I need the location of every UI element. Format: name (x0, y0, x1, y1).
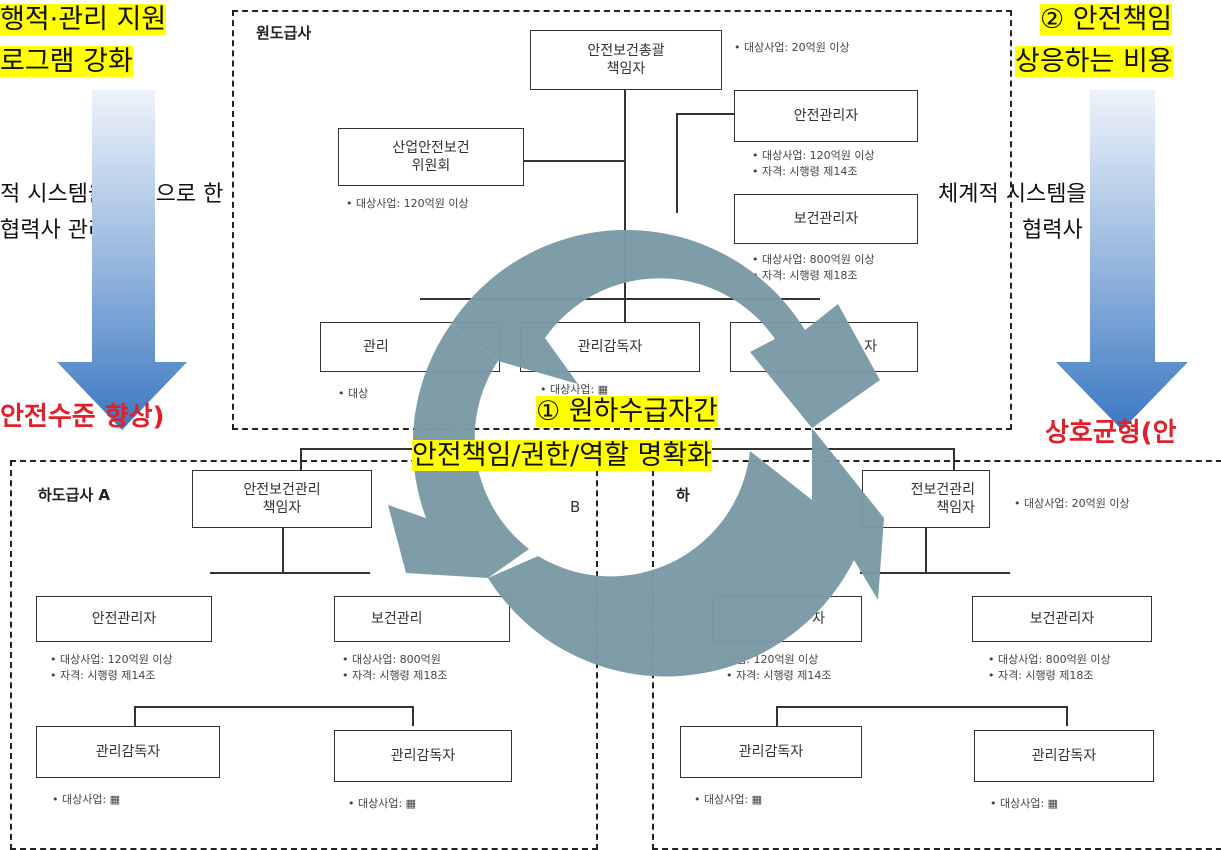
sub-b-safety-note2: • 자격: 시행령 제14조 (726, 668, 832, 682)
prime-supervisor-label-1: 관리 (363, 338, 389, 355)
left-title-line1: 행적·관리 지원 (0, 4, 167, 35)
sub-a-supervisor-box-2: 관리감독자 (334, 730, 512, 782)
sub-a-safety-manager-label: 안전관리자 (91, 610, 157, 627)
sub-b-health-note1: • 대상사업: 800억원 이상 (988, 653, 1111, 666)
prime-chief-note: • 대상사업: 20억원 이상 (734, 41, 850, 54)
prime-chief-label1: 안전보건총괄 (587, 42, 665, 59)
prime-title: 원도급사 (256, 24, 312, 42)
prime-chief-box: 안전보건총괄 책임자 (530, 30, 722, 90)
prime-committee-label1: 산업안전보건 (392, 139, 470, 156)
sub-b-health-manager-label: 보건관리자 (1029, 610, 1095, 627)
right-down-arrow-icon (1056, 90, 1188, 430)
sub-b-supervisor-note-2: • 대상사업: ▦ (990, 797, 1059, 810)
sub-a-supervisor-box-1: 관리감독자 (36, 726, 220, 778)
sub-a-safety-note1: • 대상사업: 120억원 이상 (50, 653, 173, 666)
sub-a-safety-manager-box: 안전관리자 (36, 596, 212, 642)
sub-b-chief-note: • 대상사업: 20억원 이상 (1014, 497, 1130, 510)
cycle-arrow-bottom-icon (488, 428, 884, 677)
prime-committee-box: 산업안전보건 위원회 (338, 128, 524, 186)
sub-a-health-manager-box: 보건관리 (334, 596, 510, 642)
sub-a-title: 하도급사 A (38, 486, 111, 504)
center-line1: ① 원하수급자간 (536, 396, 718, 427)
prime-supervisor-label-2: 관리감독자 (577, 338, 643, 355)
left-title-line2: 로그램 강화 (0, 46, 133, 77)
sub-a-safety-notes: • 대상사업: 120억원 이상 • 자격: 시행령 제14조 (50, 652, 173, 684)
prime-safety-note1: • 대상사업: 120억원 이상 (752, 149, 875, 162)
cycle-arrow-top-icon (451, 229, 880, 428)
sub-b-supervisor-note-1: • 대상사업: ▦ (694, 793, 763, 806)
sub-b-bottom-connector-l (776, 706, 778, 726)
sub-b-chief-label1: 전보건관리 (910, 481, 975, 498)
prime-supervisor-note-1: • 대상 (338, 387, 369, 400)
sub-b-supervisor-label-2: 관리감독자 (1031, 747, 1097, 764)
prime-right-connector (676, 113, 734, 115)
right-title-line2: 상응하는 비용 (1015, 46, 1173, 77)
sub-b-health-manager-box: 보건관리자 (972, 596, 1152, 642)
prime-health-notes: • 대상사업: 800억원 이상 • 자격: 시행령 제18조 (752, 252, 875, 284)
sub-b-chief-label2: 책임자 (936, 500, 975, 516)
left-result: 안전수준 향상) (0, 402, 165, 432)
center-line2: 안전책임/권한/역할 명확화 (412, 440, 713, 471)
prime-supervisor-note-2: • 대상사업: ▦ (540, 383, 609, 396)
prime-health-manager-label: 보건관리자 (793, 210, 859, 227)
left-down-arrow-icon (57, 90, 187, 430)
sub-a-supervisor-label-2: 관리감독자 (390, 747, 456, 764)
sub-a-bottom-connector-l (134, 706, 136, 726)
sub-a-supervisor-note-1: • 대상사업: ▦ (52, 793, 121, 806)
prime-safety-note2: • 자격: 시행령 제14조 (752, 164, 858, 178)
prime-vertical-connector (624, 90, 626, 350)
sub-b-supervisor-box-1: 관리감독자 (680, 726, 862, 778)
prime-left-connector (524, 160, 626, 162)
prime-safety-manager-box: 안전관리자 (734, 90, 918, 142)
sub-a-health-manager-label: 보건관리 (371, 610, 423, 627)
prime-health-note2: • 자격: 시행령 제18조 (752, 268, 858, 282)
prime-right-connector-v (676, 113, 678, 213)
prime-safety-manager-label: 안전관리자 (793, 107, 859, 124)
sub-a-bottom-connector-r (412, 706, 414, 726)
prime-committee-label2: 위원회 (411, 158, 451, 174)
prime-chief-label2: 책임자 (606, 61, 646, 77)
right-title-line1: ② 안전책임 (1040, 4, 1173, 35)
sub-b-title: 하 (676, 486, 690, 504)
sub-a-chief-label2: 책임자 (262, 500, 302, 516)
prime-committee-note: • 대상사업: 120억원 이상 (346, 197, 469, 210)
sub-b-supervisor-box-2: 관리감독자 (974, 730, 1154, 782)
prime-supervisor-connector (420, 298, 820, 300)
sub-b-bottom-connector-r (1066, 706, 1068, 726)
sub-a-health-notes: • 대상사업: 800억원 • 자격: 시행령 제18조 (342, 652, 448, 684)
sub-b-health-note2: • 자격: 시행령 제18조 (988, 668, 1094, 682)
sub-b-bottom-connector (776, 706, 1068, 708)
sub-a-vertical-connector (282, 528, 284, 572)
sub-a-mid-connector (210, 572, 370, 574)
sub-a-health-note1: • 대상사업: 800억원 (342, 653, 441, 666)
sub-b-safety-manager-label: 자 (812, 610, 825, 627)
sub-a-bottom-connector (134, 706, 414, 708)
sub-a-supervisor-note-2: • 대상사업: ▦ (348, 797, 417, 810)
prime-supervisor-label-3: 자 (864, 338, 877, 355)
sub-b-supervisor-label-1: 관리감독자 (738, 743, 804, 760)
sub-b-health-notes: • 대상사업: 800억원 이상 • 자격: 시행령 제18조 (988, 652, 1111, 684)
prime-health-manager-box: 보건관리자 (734, 194, 918, 244)
sub-a-safety-note2: • 자격: 시행령 제14조 (50, 668, 156, 682)
prime-contractor-panel (232, 10, 1012, 430)
sub-b-mid-connector (860, 572, 1010, 574)
prime-health-note1: • 대상사업: 800억원 이상 (752, 253, 875, 266)
sub-b-fragment: B (570, 498, 581, 516)
sub-a-chief-box: 안전보건관리 책임자 (192, 470, 372, 528)
sub-a-health-note2: • 자격: 시행령 제18조 (342, 668, 448, 682)
prime-safety-notes: • 대상사업: 120억원 이상 • 자격: 시행령 제14조 (752, 148, 875, 180)
sub-b-vertical-connector (925, 528, 927, 572)
sub-a-supervisor-label-1: 관리감독자 (95, 743, 161, 760)
right-result: 상호균형(안 (1045, 418, 1177, 448)
sub-a-chief-label1: 안전보건관리 (243, 481, 321, 498)
